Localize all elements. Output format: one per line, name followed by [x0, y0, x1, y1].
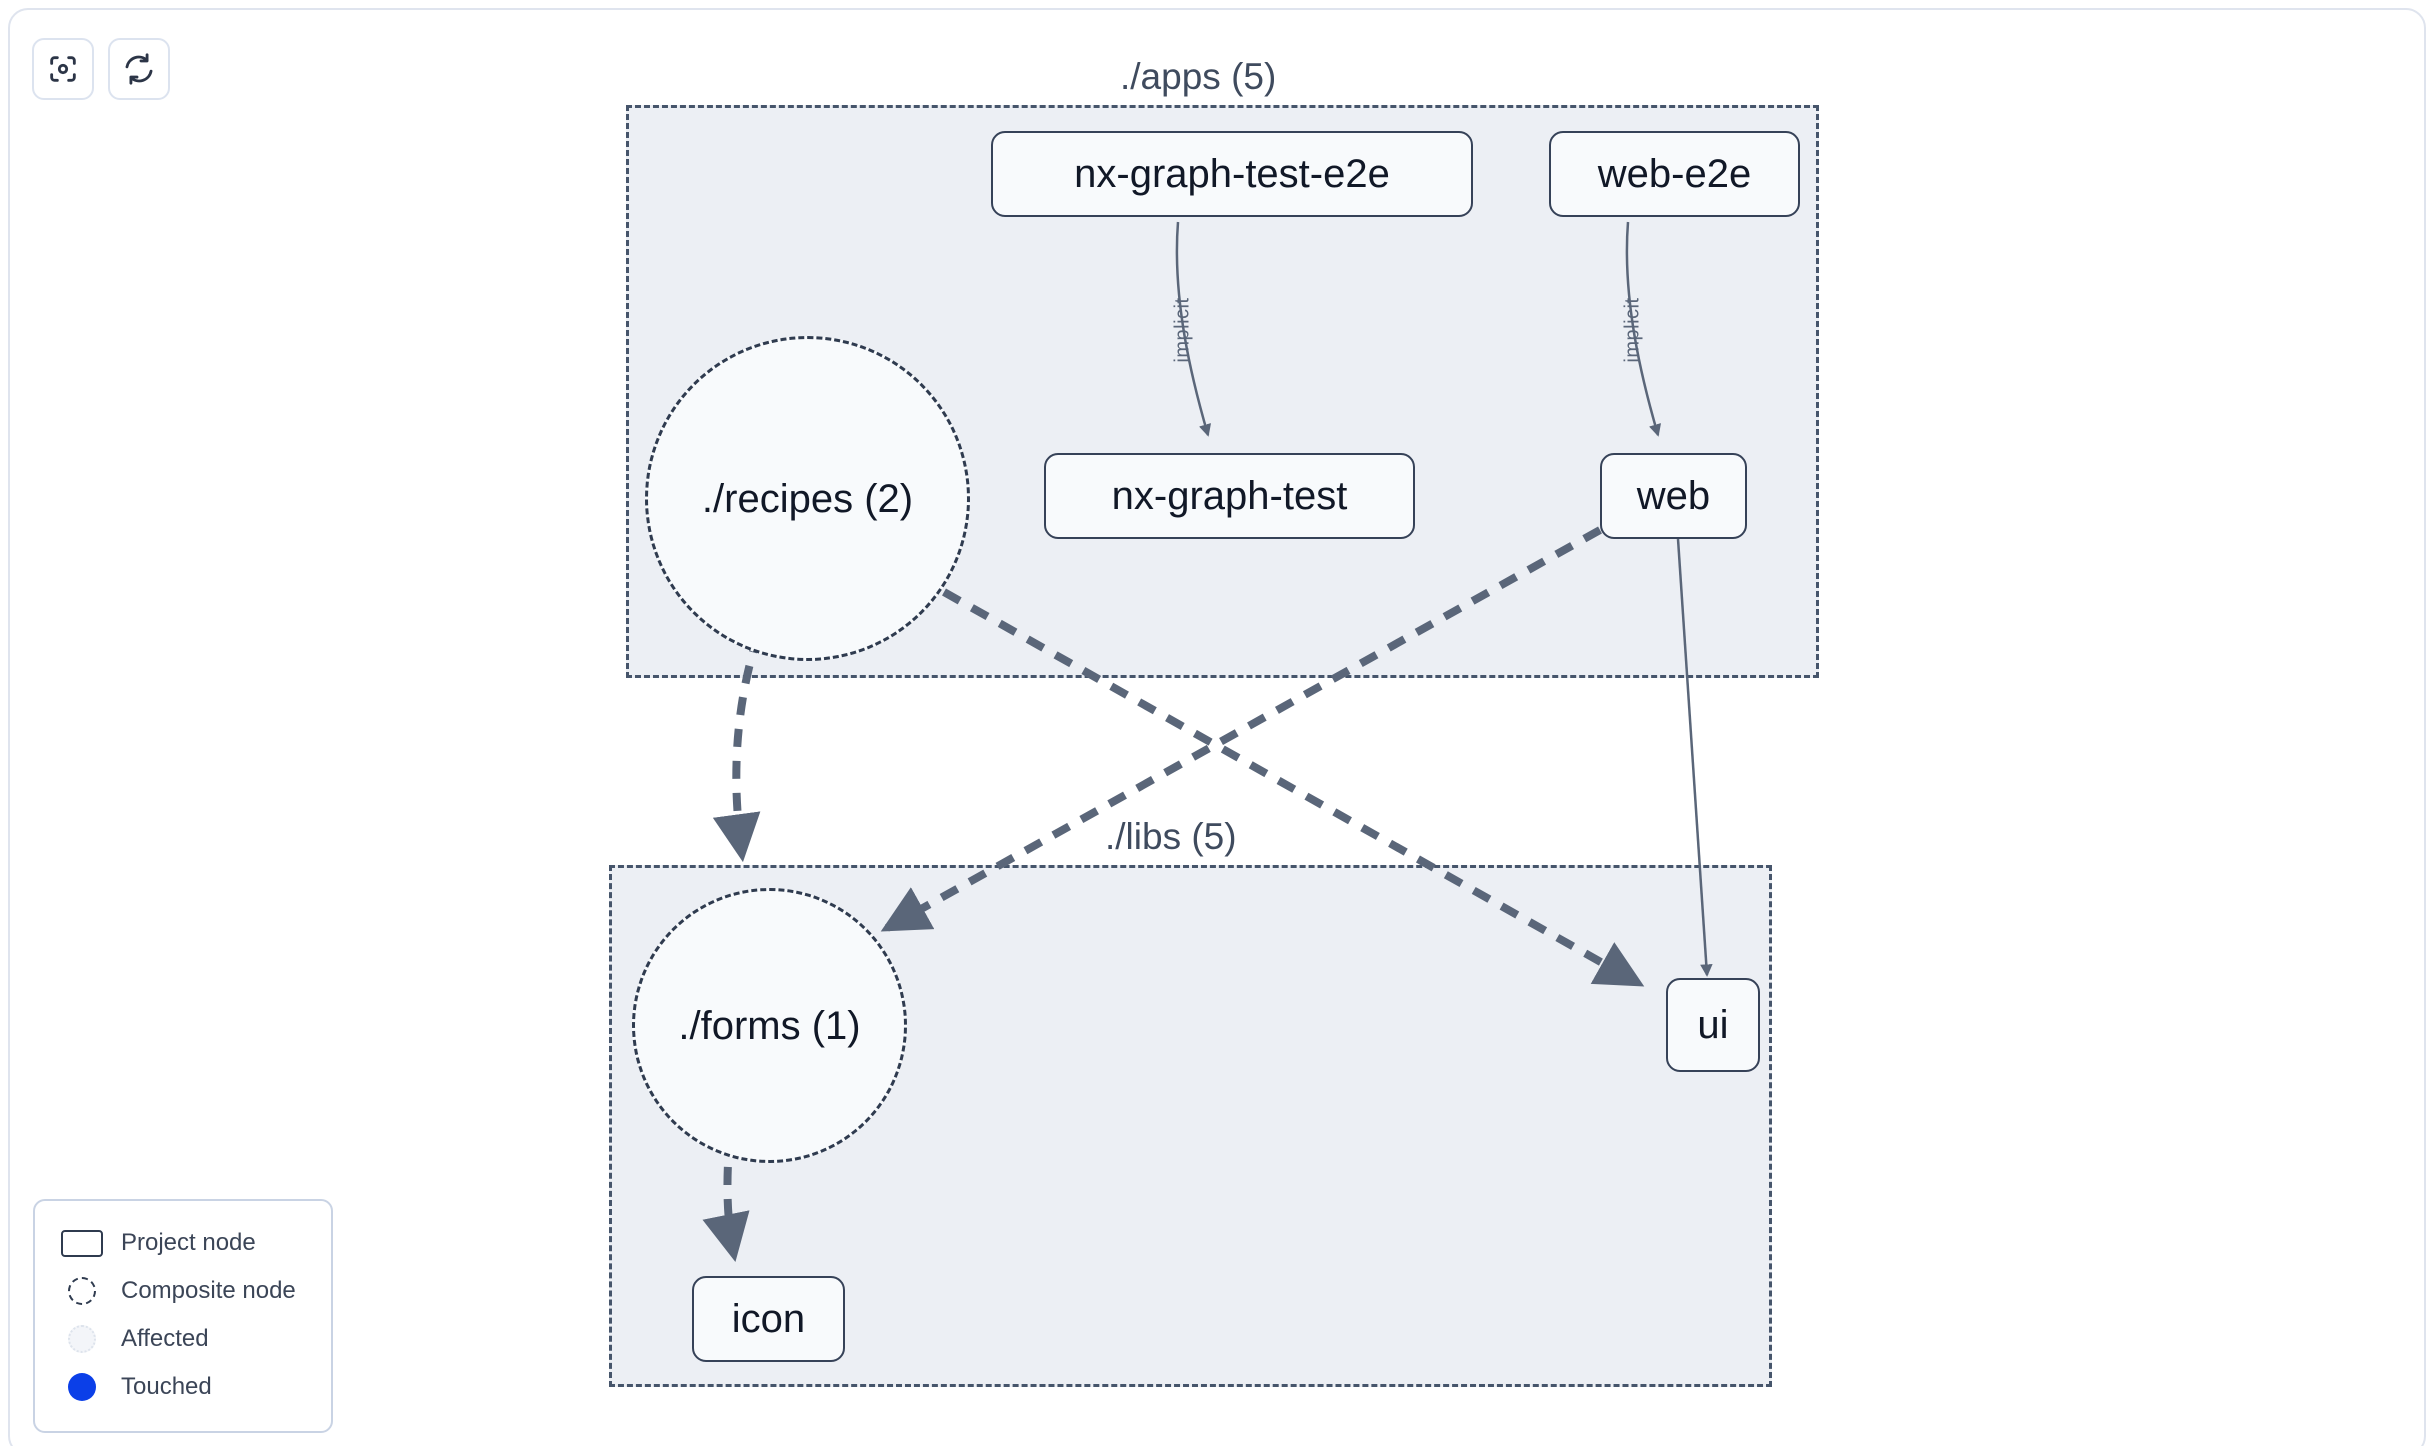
node-label: web: [1636, 474, 1711, 518]
graph-legend: Project node Composite node Affected Tou…: [33, 1199, 333, 1433]
node-label: nx-graph-test-e2e: [1074, 152, 1390, 196]
refresh-icon: [122, 52, 156, 86]
node-label: nx-graph-test: [1111, 474, 1348, 518]
composite-node-swatch: [53, 1277, 111, 1305]
node-ui[interactable]: ui: [1666, 978, 1760, 1072]
node-label: icon: [731, 1297, 806, 1341]
node-nx-graph-test[interactable]: nx-graph-test: [1044, 453, 1415, 539]
project-node-swatch: [53, 1229, 111, 1257]
legend-item-project-node: Project node: [53, 1219, 315, 1267]
legend-item-label: Touched: [121, 1373, 212, 1400]
node-recipes[interactable]: ./recipes (2): [645, 336, 970, 661]
legend-item-label: Project node: [121, 1229, 256, 1256]
node-nx-graph-test-e2e[interactable]: nx-graph-test-e2e: [991, 131, 1473, 217]
node-label: ui: [1697, 1003, 1729, 1047]
node-icon[interactable]: icon: [692, 1276, 845, 1362]
node-web[interactable]: web: [1600, 453, 1747, 539]
node-label: ./forms (1): [678, 1003, 861, 1048]
legend-item-label: Composite node: [121, 1277, 296, 1304]
refresh-button[interactable]: [108, 38, 170, 100]
node-label: web-e2e: [1597, 152, 1752, 196]
graph-toolbar: [32, 38, 170, 100]
group-label-libs: ./libs (5): [1095, 818, 1247, 855]
group-label-apps: ./apps (5): [1110, 58, 1287, 95]
edge-web-to-forms[interactable]: [880, 526, 1602, 932]
legend-item-touched: Touched: [53, 1363, 315, 1411]
focus-target-icon: [46, 52, 80, 86]
edge-web-to-ui[interactable]: [1676, 538, 1713, 977]
node-label: ./recipes (2): [701, 476, 914, 521]
focus-target-button[interactable]: [32, 38, 94, 100]
node-web-e2e[interactable]: web-e2e: [1549, 131, 1800, 217]
edge-label-implicit-2: implicit: [1621, 297, 1644, 363]
legend-item-affected: Affected: [53, 1315, 315, 1363]
touched-swatch: [53, 1373, 111, 1401]
affected-swatch: [53, 1325, 111, 1353]
edge-recipes-to-ui[interactable]: [942, 588, 1645, 987]
node-forms[interactable]: ./forms (1): [632, 888, 907, 1163]
edge-label-implicit-1: implicit: [1171, 297, 1194, 363]
legend-item-label: Affected: [121, 1325, 209, 1352]
edge-recipes-to-forms[interactable]: [712, 633, 762, 863]
legend-item-composite-node: Composite node: [53, 1267, 315, 1315]
